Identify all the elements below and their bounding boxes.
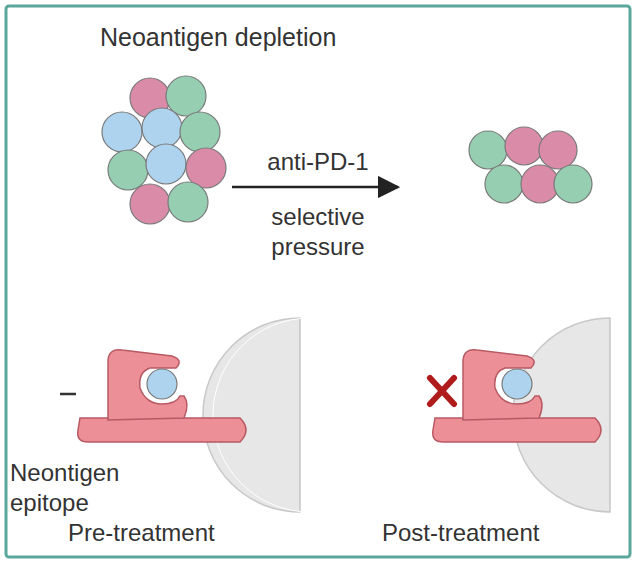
neoantigen-cluster-post [469,127,592,203]
tumor-cell [203,318,300,512]
epitope-peptide [147,369,177,399]
neoantigen-cluster-pre [102,76,226,224]
frame [6,6,630,557]
loss-mark [430,378,454,404]
selection-arrow [232,186,398,189]
phase-label: Post-treatment [382,518,612,548]
treatment-label: anti-PD-1 [228,147,408,177]
diagram-title: Neoantigen depletion [100,22,500,52]
phase-label: Pre-treatment [68,518,288,548]
pressure-label: selective pressure [250,202,386,262]
epitope-label: Neontigen epitope [10,458,170,518]
mhc-molecule [60,350,246,442]
epitope-peptide [502,369,532,399]
mhc-molecule [433,350,601,442]
